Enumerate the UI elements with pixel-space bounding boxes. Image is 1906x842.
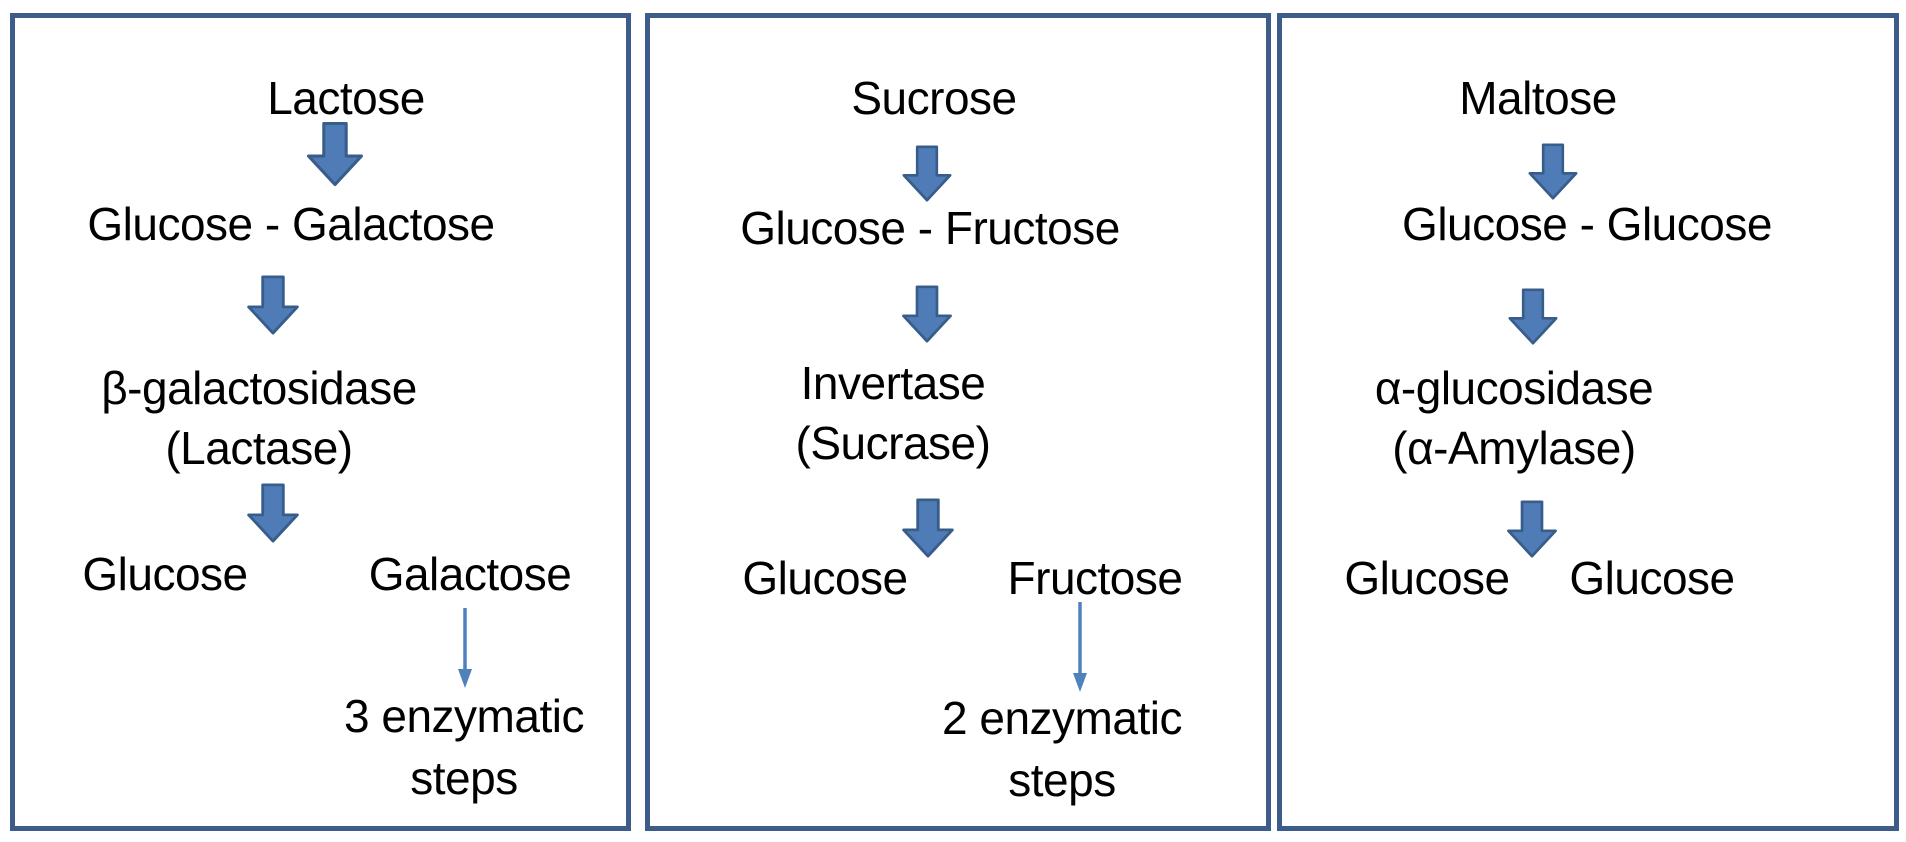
note-block: 2 enzymatic steps	[942, 687, 1182, 811]
enzyme-alt-label: (Sucrase)	[795, 417, 991, 469]
thin-down-arrow-icon	[458, 608, 472, 688]
enzyme-label: α-glucosidase	[1374, 362, 1654, 414]
units-label: Glucose - Glucose	[1402, 198, 1772, 250]
panel-sucrose: Sucrose Glucose - Fructose Invertase (Su…	[645, 13, 1271, 831]
down-arrow-icon	[1508, 288, 1558, 345]
enzyme-alt-label: (Lactase)	[165, 422, 353, 474]
enzyme-alt-label: (α-Amylase)	[1392, 422, 1636, 474]
product-right-label: Galactose	[368, 548, 572, 600]
panel-lactose: Lactose Glucose - Galactose β-galactosid…	[10, 13, 631, 831]
substrate-label: Lactose	[267, 72, 425, 124]
down-arrow-icon	[1507, 500, 1557, 558]
down-arrow-icon	[902, 498, 954, 558]
down-arrow-icon	[902, 145, 952, 202]
down-arrow-icon	[1528, 143, 1578, 200]
note-line2: steps	[410, 752, 518, 804]
product-left-label: Glucose	[82, 548, 248, 600]
substrate-label: Sucrose	[851, 72, 1017, 124]
panel-maltose: Maltose Glucose - Glucose α-glucosidase …	[1277, 13, 1899, 831]
down-arrow-icon	[902, 285, 952, 343]
enzyme-label: Invertase	[800, 357, 986, 409]
units-label: Glucose - Fructose	[740, 202, 1120, 254]
enzyme-label: β-galactosidase	[101, 362, 417, 414]
product-right-label: Fructose	[1007, 552, 1183, 604]
enzyme-block: β-galactosidase (Lactase)	[101, 358, 417, 478]
down-arrow-icon	[247, 483, 299, 543]
product-right-label: Glucose	[1569, 552, 1735, 604]
enzyme-block: α-glucosidase (α-Amylase)	[1374, 358, 1654, 478]
note-line1: 2 enzymatic	[942, 692, 1182, 744]
substrate-label: Maltose	[1459, 72, 1617, 124]
down-arrow-icon	[307, 121, 363, 187]
thin-down-arrow-icon	[1073, 602, 1087, 692]
product-left-label: Glucose	[742, 552, 908, 604]
note-line2: steps	[1008, 754, 1116, 806]
enzyme-block: Invertase (Sucrase)	[796, 353, 991, 473]
note-block: 3 enzymatic steps	[344, 685, 584, 809]
product-left-label: Glucose	[1344, 552, 1510, 604]
units-label: Glucose - Galactose	[87, 198, 495, 250]
down-arrow-icon	[247, 275, 299, 335]
note-line1: 3 enzymatic	[344, 690, 584, 742]
